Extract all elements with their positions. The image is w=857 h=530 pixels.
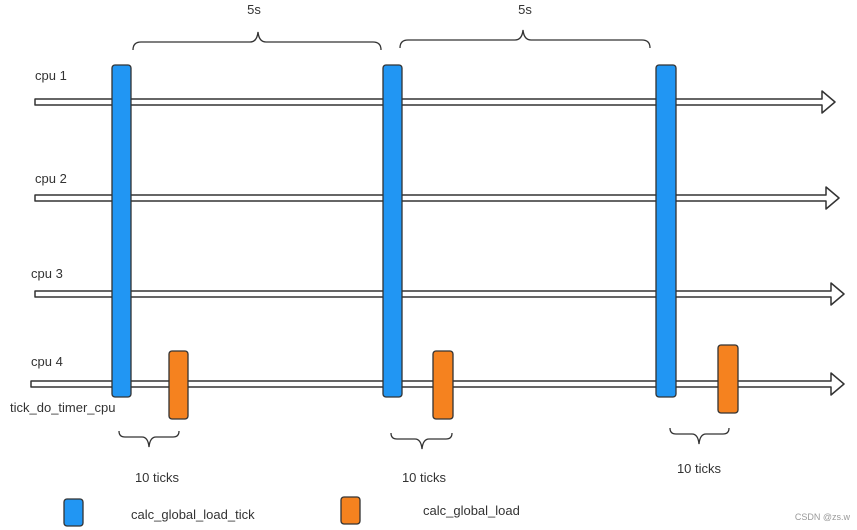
- calc-global-load-tick-bar-1: [111, 64, 132, 398]
- delay-label-2: 10 ticks: [402, 470, 447, 485]
- legend-tick-label: calc_global_load_tick: [131, 507, 255, 522]
- interval-label-1: 5s: [247, 2, 261, 17]
- legend-load-swatch: [340, 496, 361, 525]
- interval-label-2: 5s: [518, 2, 532, 17]
- calc-global-load-tick-bar-2: [382, 64, 403, 398]
- calc-global-load-bar-3: [717, 344, 739, 414]
- calc-global-load-tick-bar-3: [655, 64, 677, 398]
- legend-tick-swatch: [63, 498, 84, 527]
- cpu4-label: cpu 4: [31, 354, 63, 369]
- legend-load-label: calc_global_load: [423, 503, 520, 518]
- watermark: CSDN @zs.w: [795, 512, 851, 522]
- cpu3-label: cpu 3: [31, 266, 63, 281]
- delay-label-3: 10 ticks: [677, 461, 722, 476]
- delay-brace-2: [390, 432, 453, 450]
- delay-label-1: 10 ticks: [135, 470, 180, 485]
- cpu2-timeline-arrow: [34, 186, 840, 210]
- cpu2-label: cpu 2: [35, 171, 67, 186]
- cpu3-timeline-arrow: [34, 282, 845, 306]
- calc-global-load-bar-1: [168, 350, 189, 420]
- cpu1-timeline-arrow: [34, 90, 836, 114]
- interval-brace-1: [132, 31, 382, 51]
- cpu1-label: cpu 1: [35, 68, 67, 83]
- delay-brace-1: [118, 430, 180, 448]
- calc-global-load-bar-2: [432, 350, 454, 420]
- interval-brace-2: [399, 29, 651, 49]
- delay-brace-3: [669, 427, 730, 445]
- tick-do-timer-cpu-label: tick_do_timer_cpu: [10, 400, 116, 415]
